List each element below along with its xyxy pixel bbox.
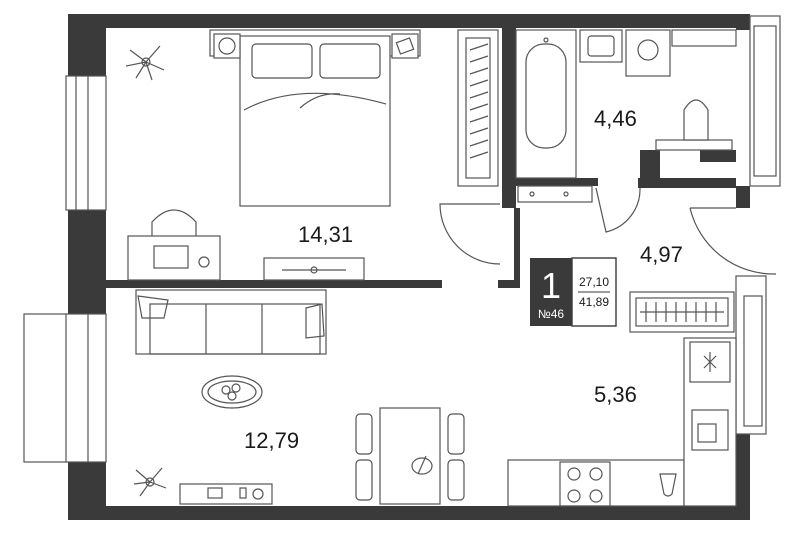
kitchen-counter xyxy=(507,337,737,507)
washing-machine xyxy=(625,29,671,77)
bathtub xyxy=(515,29,577,179)
exterior-walls xyxy=(68,14,750,520)
door-bathroom xyxy=(595,187,641,233)
wardrobe xyxy=(457,29,499,187)
kitchen-area: 5,36 xyxy=(594,382,637,407)
bedroom-area: 14,31 xyxy=(298,222,353,247)
toilet xyxy=(655,99,733,151)
dresser xyxy=(263,257,365,281)
dining-table xyxy=(355,407,465,505)
bed xyxy=(209,29,421,207)
bathroom-counter xyxy=(517,185,593,203)
sofa xyxy=(135,289,327,355)
apartment-badge: 1 №46 27,10 41,89 xyxy=(530,257,617,327)
kitchen-drain xyxy=(659,473,677,497)
coffee-table xyxy=(201,375,263,409)
hallway-wardrobe xyxy=(629,291,735,333)
window-living xyxy=(23,313,107,463)
total-area: 41,89 xyxy=(579,295,609,309)
apartment-number: №46 xyxy=(538,307,565,321)
desk xyxy=(127,209,221,281)
shelf-bath xyxy=(671,29,737,47)
tv-stand xyxy=(179,483,273,505)
window-bathroom xyxy=(749,15,781,187)
kitchen-sink xyxy=(691,409,729,451)
bathroom-area: 4,46 xyxy=(594,106,637,131)
hallway-area: 4,97 xyxy=(640,242,683,267)
window-bedroom xyxy=(65,75,107,211)
window-kitchen xyxy=(735,275,767,435)
plant-icon xyxy=(133,467,167,497)
living-area: 12,79 xyxy=(244,428,299,453)
plant-icon xyxy=(125,45,165,81)
rooms-count: 1 xyxy=(541,265,561,306)
sink xyxy=(579,29,623,63)
interior-walls xyxy=(102,28,736,288)
cooktop xyxy=(559,461,611,507)
living-area-total: 27,10 xyxy=(579,275,609,289)
door-bedroom xyxy=(439,203,501,265)
door-entrance xyxy=(689,207,777,275)
